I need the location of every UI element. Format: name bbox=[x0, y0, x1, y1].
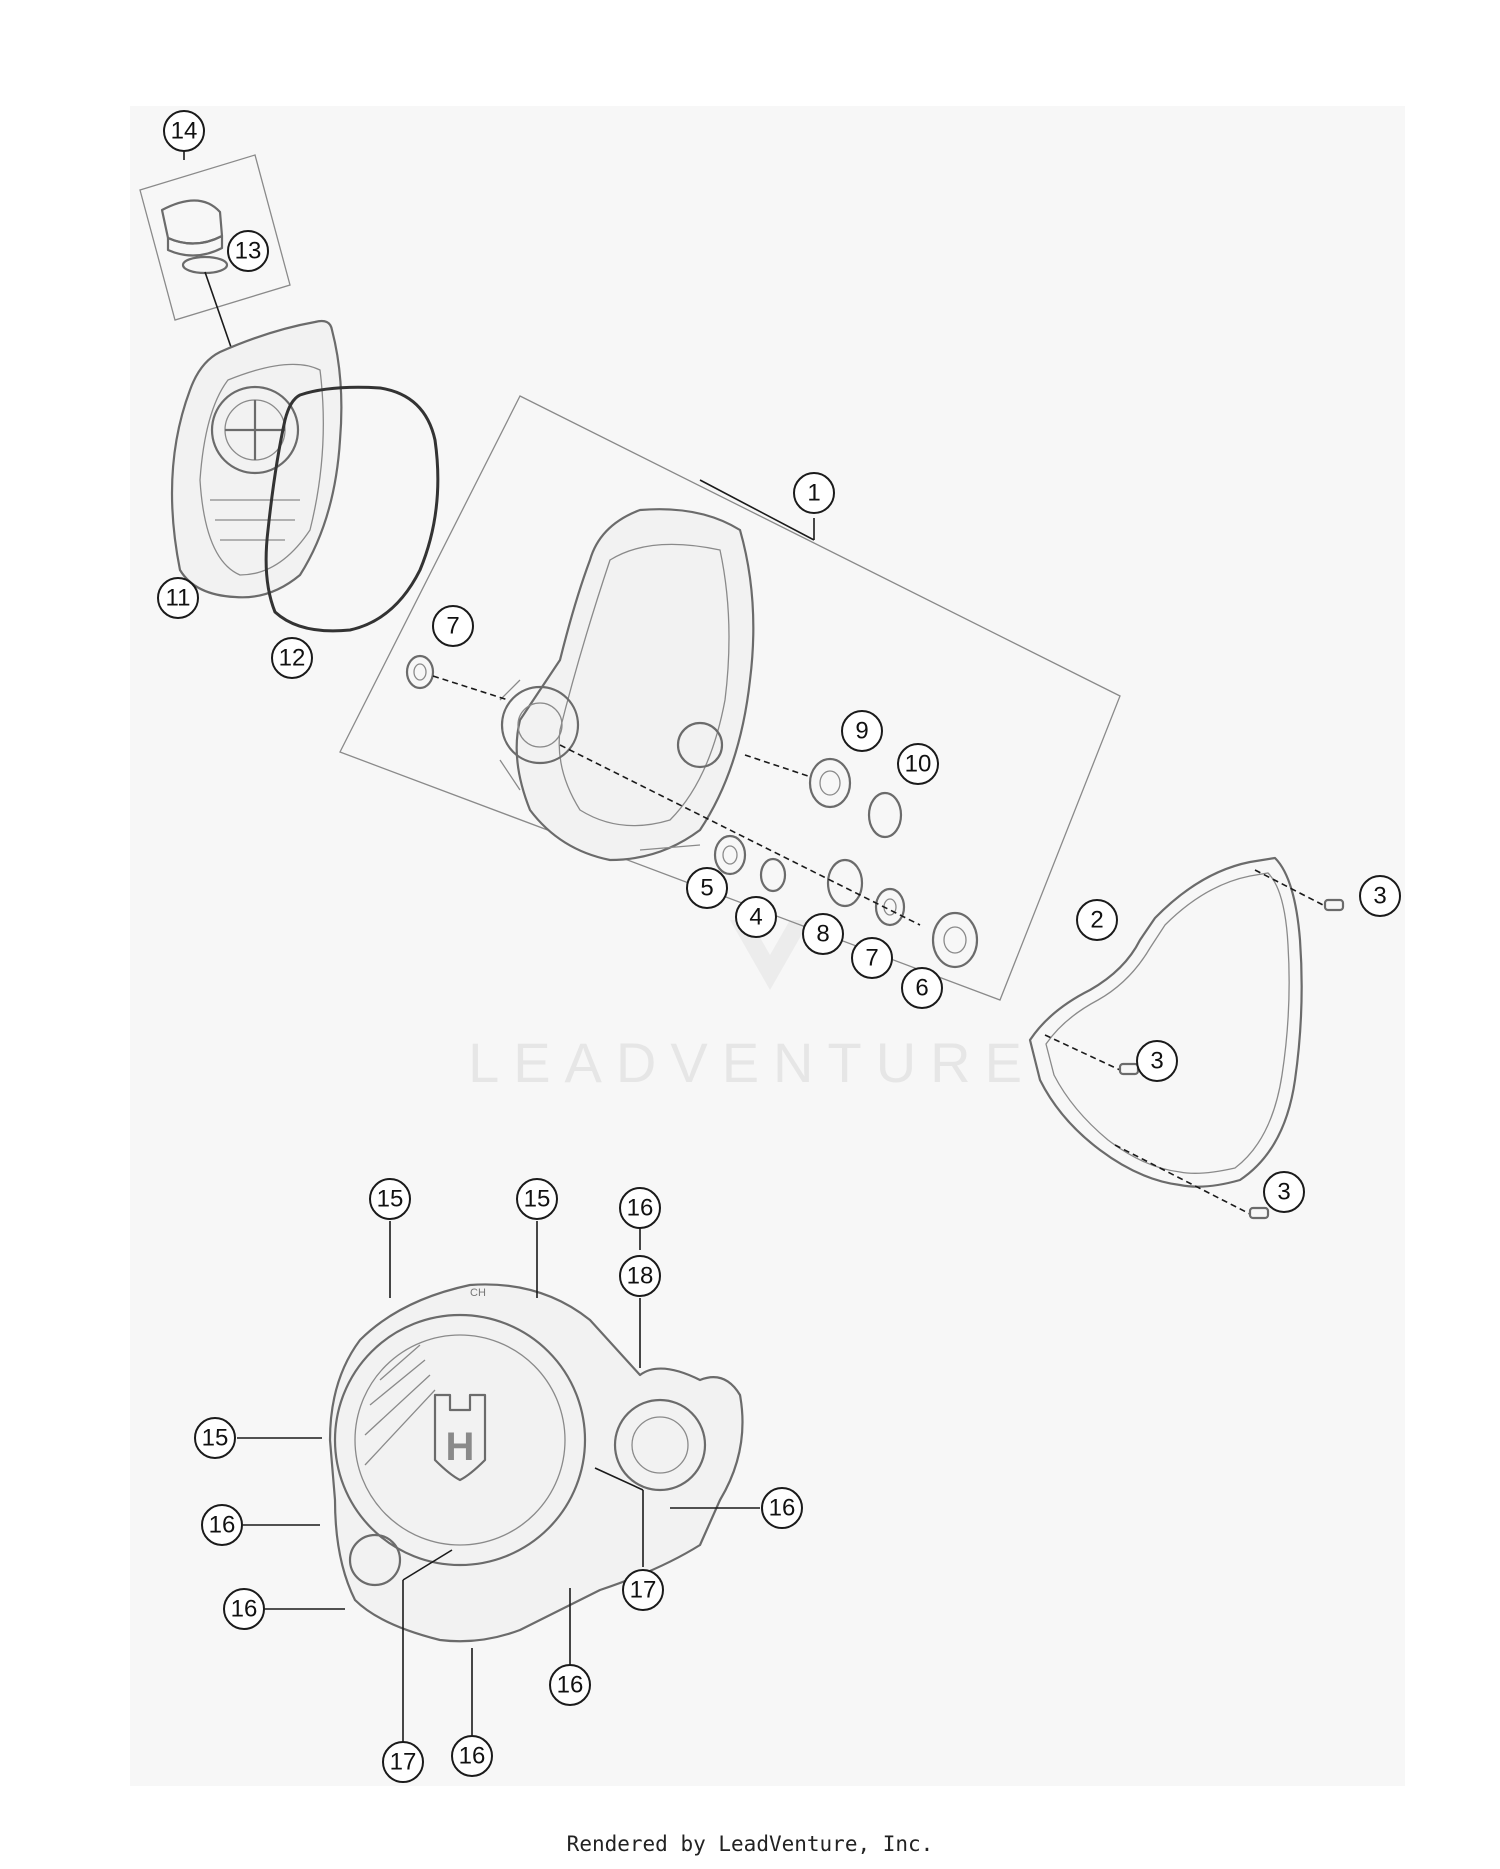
svg-text:16: 16 bbox=[627, 1195, 654, 1222]
callout-15c: 15 bbox=[194, 1417, 236, 1459]
callout-10: 10 bbox=[897, 743, 939, 785]
svg-text:5: 5 bbox=[700, 875, 713, 902]
svg-text:1: 1 bbox=[807, 480, 820, 507]
callout-12: 12 bbox=[271, 637, 313, 679]
plug-group bbox=[139, 154, 291, 351]
svg-text:15: 15 bbox=[202, 1425, 229, 1452]
watermark: LEADVENTURE bbox=[468, 920, 1036, 1094]
callout-17a: 17 bbox=[622, 1569, 664, 1611]
callout-2: 2 bbox=[1076, 899, 1118, 941]
svg-text:10: 10 bbox=[905, 751, 932, 778]
svg-text:7: 7 bbox=[865, 945, 878, 972]
logo-letter: H bbox=[446, 1425, 475, 1469]
svg-text:12: 12 bbox=[279, 645, 306, 672]
bearing-9 bbox=[744, 754, 852, 809]
cover-stamp: CH bbox=[470, 1287, 486, 1299]
callout-13: 13 bbox=[227, 230, 269, 272]
inner-cover-frame bbox=[339, 395, 1121, 1001]
svg-text:17: 17 bbox=[390, 1749, 417, 1776]
callout-15a: 15 bbox=[369, 1178, 411, 1220]
svg-text:11: 11 bbox=[166, 585, 191, 612]
svg-text:8: 8 bbox=[816, 921, 829, 948]
callout-16e: 16 bbox=[549, 1664, 591, 1706]
callout-18: 18 bbox=[619, 1255, 661, 1297]
svg-text:16: 16 bbox=[209, 1512, 236, 1539]
svg-text:3: 3 bbox=[1150, 1048, 1163, 1075]
svg-text:13: 13 bbox=[235, 238, 262, 265]
svg-text:2: 2 bbox=[1090, 907, 1103, 934]
svg-text:16: 16 bbox=[769, 1495, 796, 1522]
callout-1: 1 bbox=[793, 472, 835, 514]
outer-cover-gasket bbox=[264, 385, 440, 633]
callout-16a: 16 bbox=[619, 1187, 661, 1229]
svg-text:6: 6 bbox=[915, 975, 928, 1002]
callout-16f: 16 bbox=[451, 1735, 493, 1777]
callout-7b: 7 bbox=[851, 937, 893, 979]
callout-3c: 3 bbox=[1263, 1171, 1305, 1213]
callout-14: 14 bbox=[163, 110, 205, 152]
inner-clutch-cover bbox=[499, 508, 755, 862]
callout-9: 9 bbox=[841, 710, 883, 752]
callout-4: 4 bbox=[735, 896, 777, 938]
cover-gasket bbox=[1028, 856, 1303, 1188]
callout-17b: 17 bbox=[382, 1741, 424, 1783]
svg-text:18: 18 bbox=[627, 1263, 654, 1290]
callout-11: 11 bbox=[157, 577, 199, 619]
circlip-10 bbox=[867, 791, 903, 839]
footer-credit: Rendered by LeadVenture, Inc. bbox=[566, 1832, 934, 1856]
callout-5: 5 bbox=[686, 867, 728, 909]
circlip-4 bbox=[759, 857, 787, 893]
outer-clutch-cover bbox=[170, 319, 343, 599]
svg-text:15: 15 bbox=[377, 1186, 404, 1213]
svg-text:16: 16 bbox=[557, 1672, 584, 1699]
callout-16c: 16 bbox=[761, 1487, 803, 1529]
svg-text:3: 3 bbox=[1277, 1179, 1290, 1206]
svg-text:3: 3 bbox=[1373, 883, 1386, 910]
callout-3a: 3 bbox=[1359, 875, 1401, 917]
callout-7a: 7 bbox=[432, 605, 474, 647]
callout-16d: 16 bbox=[223, 1588, 265, 1630]
callout-8: 8 bbox=[802, 913, 844, 955]
svg-text:4: 4 bbox=[749, 904, 762, 931]
svg-text:17: 17 bbox=[630, 1577, 657, 1604]
svg-text:9: 9 bbox=[855, 718, 868, 745]
circlip-8 bbox=[826, 858, 864, 908]
svg-text:14: 14 bbox=[171, 118, 198, 145]
bearing-6 bbox=[931, 911, 979, 969]
svg-text:7: 7 bbox=[446, 613, 459, 640]
seal-7a bbox=[405, 654, 509, 701]
svg-text:16: 16 bbox=[459, 1743, 486, 1770]
callout-3b: 3 bbox=[1136, 1040, 1178, 1082]
callout-15b: 15 bbox=[516, 1178, 558, 1220]
callout-16b: 16 bbox=[201, 1504, 243, 1546]
brand-logo bbox=[433, 1393, 487, 1482]
svg-text:15: 15 bbox=[524, 1186, 551, 1213]
seal-5 bbox=[713, 834, 747, 876]
svg-text:16: 16 bbox=[231, 1596, 258, 1623]
callout-6: 6 bbox=[901, 967, 943, 1009]
watermark-text: LEADVENTURE bbox=[468, 1031, 1036, 1094]
